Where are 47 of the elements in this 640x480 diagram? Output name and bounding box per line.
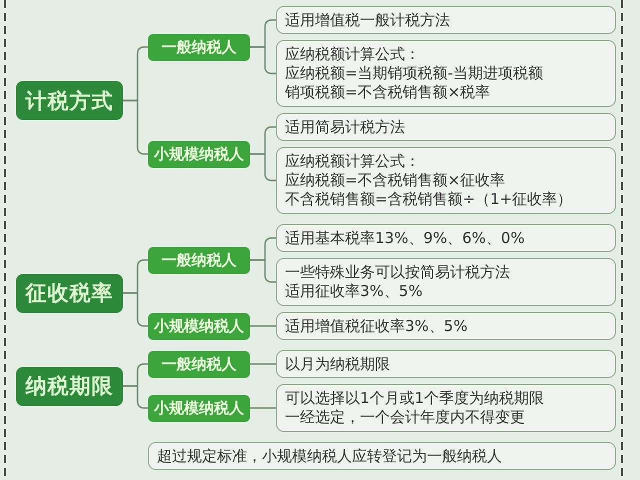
note-text: 销项税额=不含税销售额×税率 (285, 83, 492, 102)
note-card (276, 224, 616, 252)
taxpayer-type-node (148, 140, 250, 168)
category-node (16, 274, 123, 312)
taxpayer-type-label: 一般纳税人 (162, 250, 236, 270)
category-label: 纳税期限 (26, 373, 114, 400)
note-text: 适用简易计税方法 (285, 118, 406, 136)
taxpayer-type-node (148, 350, 250, 378)
connector-line (250, 407, 276, 409)
note-text: 适用征收率3%、5% (285, 282, 424, 301)
note-card (276, 350, 616, 378)
note-text: 不含税销售额=含税销售额÷（1+征收率） (285, 190, 574, 209)
note-card (276, 312, 616, 340)
note-card (148, 442, 616, 470)
note-card (276, 113, 616, 141)
category-node (16, 366, 123, 406)
taxpayer-type-node (148, 246, 250, 274)
taxpayer-type-label: 一般纳税人 (162, 354, 236, 374)
note-text: 一经选定，一个会计年度内不得变更 (285, 408, 526, 427)
note-text: 可以选择以1个月或1个季度为纳税期限 (285, 389, 546, 408)
taxpayer-type-label: 小规模纳税人 (154, 144, 244, 164)
taxpayer-type-node (148, 34, 250, 60)
note-card (276, 258, 616, 306)
note-text: 一些特殊业务可以按简易计税方法 (285, 263, 511, 282)
note-text: 适用增值税征收率3%、5% (285, 316, 469, 336)
note-text: 适用基本税率13%、9%、6%、0% (285, 228, 526, 248)
taxpayer-type-label: 小规模纳税人 (154, 316, 244, 336)
note-text: 应纳税额=不含税销售额×征收率 (285, 171, 506, 190)
category-label: 征收税率 (26, 280, 114, 307)
note-card (276, 384, 616, 432)
note-text: 应纳税额计算公式： (285, 152, 421, 171)
note-text: 应纳税额计算公式： (285, 45, 421, 64)
taxpayer-type-node (148, 312, 250, 340)
note-text: 以月为纳税期限 (285, 354, 391, 374)
note-card (276, 147, 616, 214)
taxpayer-type-label: 一般纳税人 (162, 38, 236, 56)
note-text: 应纳税额=当期销项税额-当期进项税额 (285, 64, 544, 83)
category-node (16, 81, 123, 120)
connector-line (250, 325, 276, 327)
note-text: 适用增值税一般计税方法 (285, 10, 451, 30)
note-text: 超过规定标准，小规模纳税人应转登记为一般纳税人 (157, 446, 503, 466)
note-card (276, 6, 616, 34)
taxpayer-type-node (148, 394, 250, 422)
taxpayer-type-label: 小规模纳税人 (154, 398, 244, 418)
note-card (276, 40, 616, 107)
category-label: 计税方式 (26, 88, 114, 114)
connector-line (250, 363, 276, 365)
